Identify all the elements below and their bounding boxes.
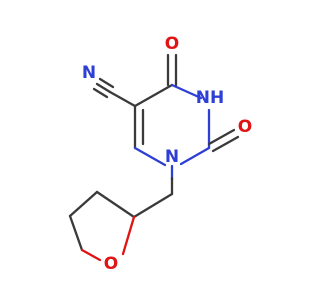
bond-thf-c3-c4: [68, 190, 99, 218]
bond-thf-c5-o: [80, 248, 102, 262]
bond-cn-triple-1: [95, 82, 112, 94]
bond-c4-c5: [133, 83, 174, 108]
bond-thf-c2-c3: [95, 190, 136, 219]
carbonyl-c4: [166, 53, 178, 87]
nitrile-group: [92, 77, 137, 108]
atom-n1-label: N: [165, 147, 179, 167]
bond-thf-o-c2: [121, 215, 136, 256]
bond-n3-c4: [170, 83, 203, 100]
pyrimidine-ring: [133, 83, 211, 167]
molecule-structure-diagram: O NH O N N O: [68, 34, 252, 274]
carbonyl-c2: [207, 128, 240, 153]
bond-ch2-c2thf: [132, 192, 174, 219]
bond-c2-o2-b: [211, 135, 240, 153]
atom-ring-o-label: O: [104, 254, 118, 274]
bond-c5-cn: [108, 90, 137, 108]
bond-c6-n1: [133, 146, 167, 167]
atom-labels: O NH O N N O: [82, 34, 252, 274]
bond-cn-triple-2: [98, 77, 115, 89]
bond-cn-triple-3: [92, 87, 109, 99]
bond-thf-c4-c5: [68, 214, 84, 252]
atom-o2-label: O: [238, 117, 252, 137]
bond-c2-o2-a: [207, 128, 236, 146]
atom-o1-label: O: [165, 34, 179, 54]
bond-n1-c2: [179, 146, 211, 166]
atom-n3-label: NH: [196, 88, 224, 108]
methylene-linker: [132, 164, 174, 219]
tetrahydrofuran-ring: [68, 190, 136, 262]
atom-nitrile-n-label: N: [82, 63, 96, 83]
